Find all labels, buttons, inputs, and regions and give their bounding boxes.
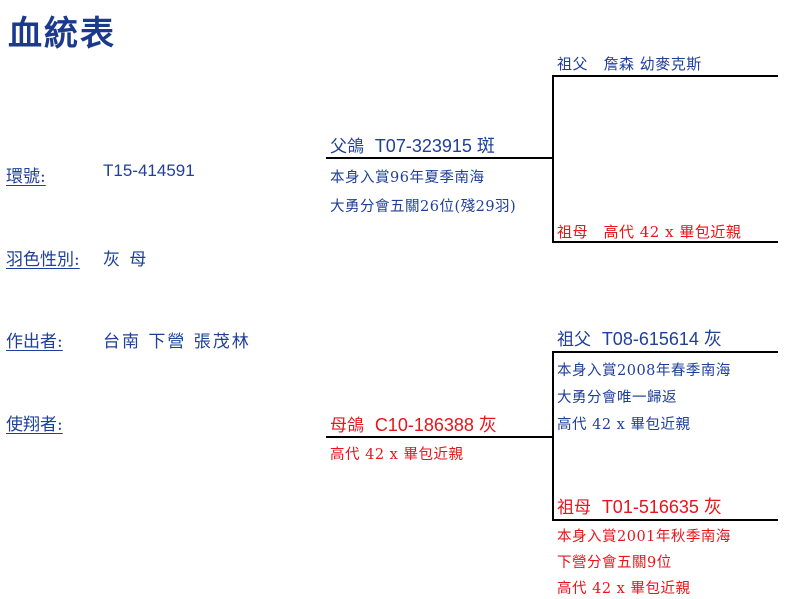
dam-mother-line [552, 519, 778, 521]
color-sex-label: 羽色性別: [6, 250, 80, 270]
sire-heading: 父鴿 T07-323915 斑 [330, 132, 495, 158]
sire-note-2: 大勇分會五關26位(殘29羽) [330, 199, 517, 215]
page-title: 血統表 [8, 14, 116, 54]
dam-mother-note-2: 下營分會五關9位 [557, 555, 672, 571]
dam-line [326, 436, 552, 438]
dam-mother-ring: T01-516635 灰 [601, 497, 722, 517]
sire-bracket [552, 75, 554, 243]
sire-father: 祖父 詹森 幼麥克斯 [557, 55, 702, 73]
dam-note-1: 高代 42 x 畢包近親 [330, 447, 464, 463]
dam-father-note-1: 本身入賞2008年春季南海 [557, 363, 731, 379]
breeder-label: 作出者: [6, 332, 63, 352]
sire-label: 父鴿 [330, 137, 364, 157]
dam-bracket [552, 351, 554, 521]
color-sex-value: 灰 母 [103, 250, 149, 270]
dam-father-note-3: 高代 42 x 畢包近親 [557, 417, 691, 433]
sire-mother: 祖母 高代 42 x 畢包近親 [557, 223, 742, 241]
dam-mother-heading: 祖母 T01-516635 灰 [557, 493, 722, 519]
flyer-label: 使翔者: [6, 415, 63, 435]
sire-mother-line [552, 241, 778, 243]
dam-heading: 母鴿 C10-186388 灰 [330, 411, 497, 437]
dam-father-heading: 祖父 T08-615614 灰 [557, 325, 722, 351]
dam-mother-label: 祖母 [557, 498, 591, 518]
sire-father-line [552, 75, 778, 77]
dam-ring: C10-186388 灰 [374, 415, 497, 435]
sire-note-1: 本身入賞96年夏季南海 [330, 170, 485, 186]
sire-line [326, 157, 552, 159]
dam-father-line [552, 351, 778, 353]
dam-label: 母鴿 [330, 416, 364, 436]
breeder-value: 台南 下營 張茂林 [103, 332, 251, 352]
dam-mother-note-1: 本身入賞2001年秋季南海 [557, 529, 731, 545]
dam-father-ring: T08-615614 灰 [601, 329, 722, 349]
dam-father-label: 祖父 [557, 330, 591, 350]
dam-mother-note-3: 高代 42 x 畢包近親 [557, 581, 691, 597]
ring-label: 環號: [6, 167, 46, 187]
sire-ring: T07-323915 斑 [374, 136, 495, 156]
dam-father-note-2: 大勇分會唯一歸返 [557, 390, 677, 406]
ring-value: T15-414591 [103, 161, 195, 180]
